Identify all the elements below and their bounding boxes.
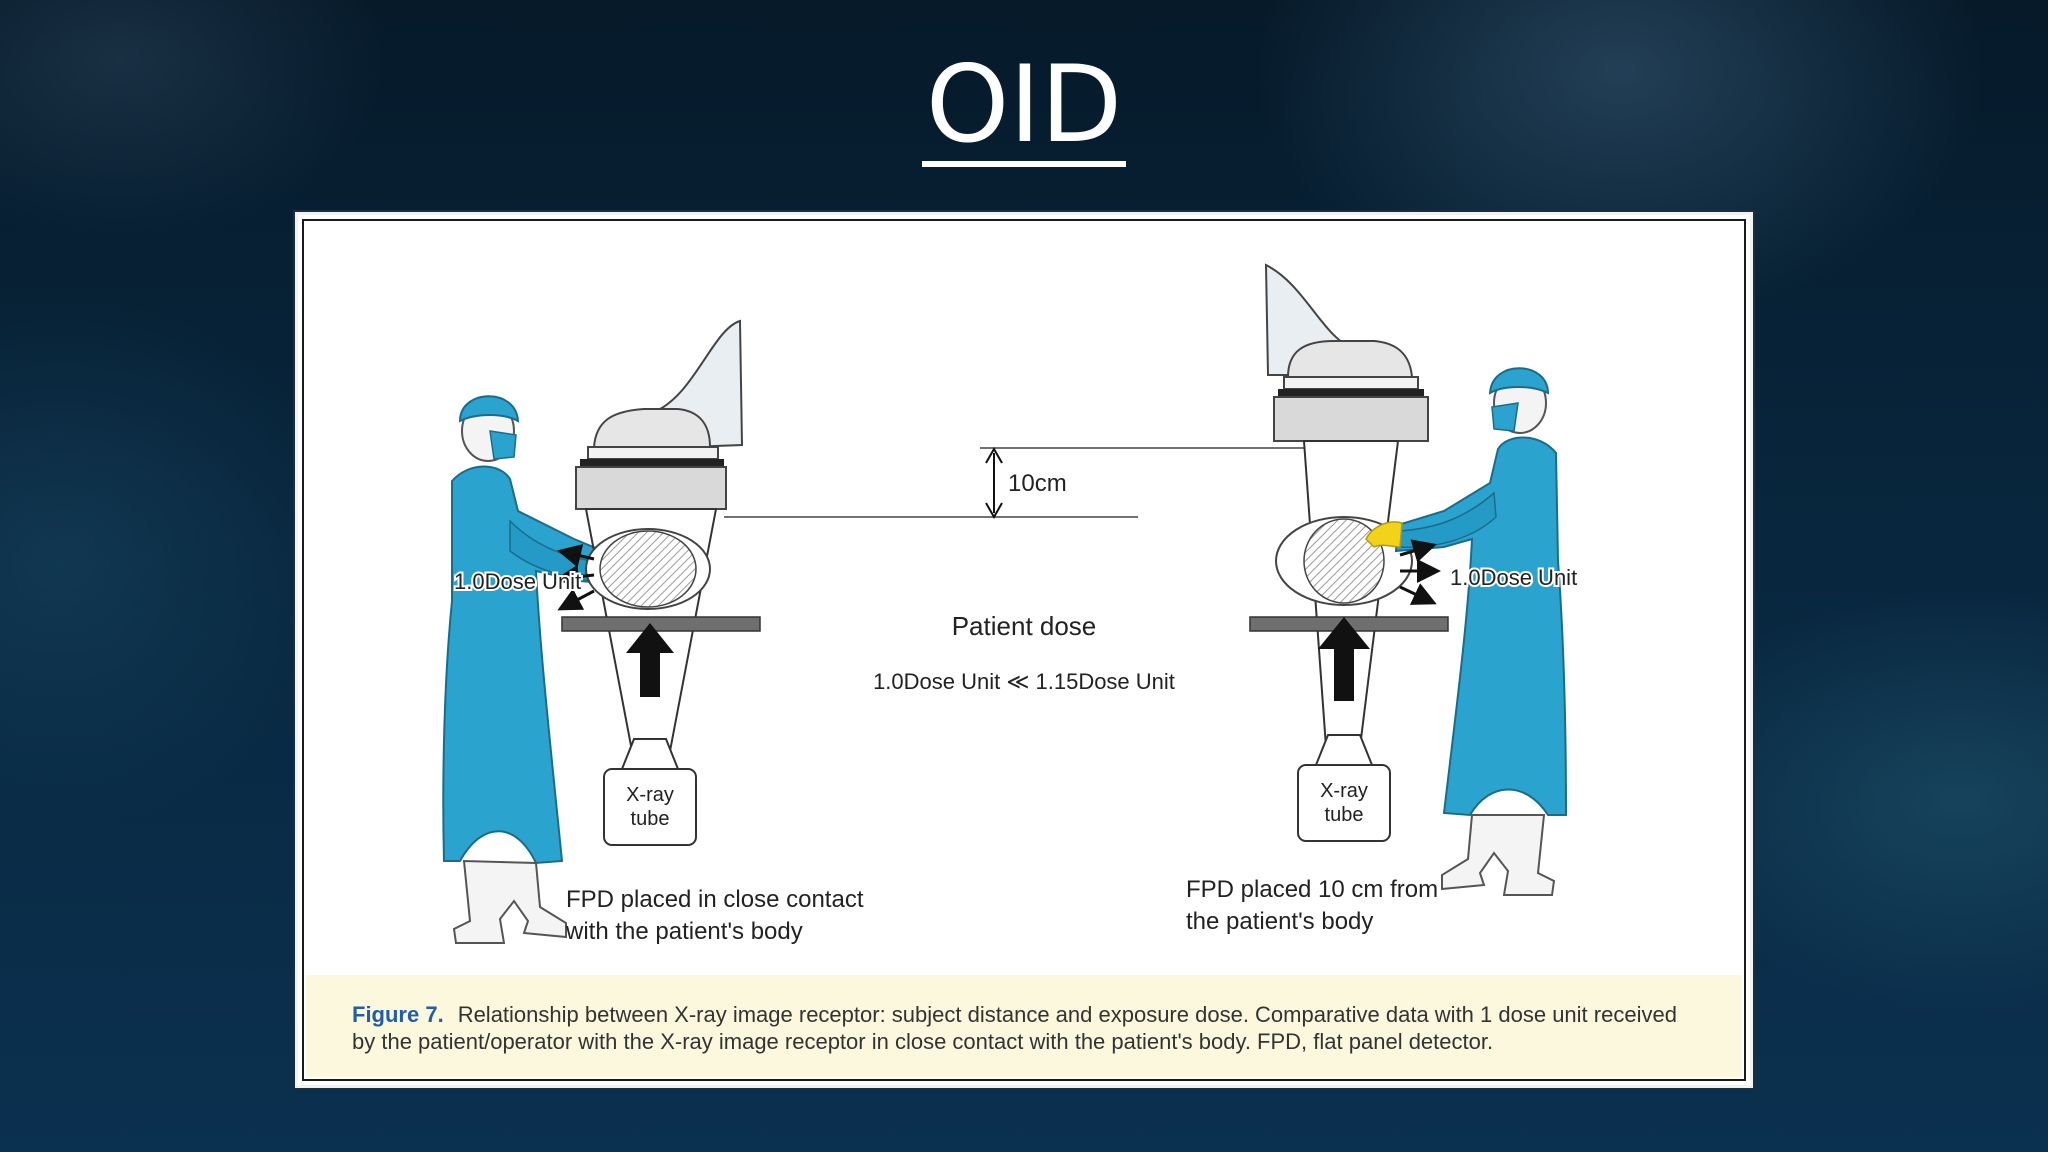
right-tube-label-2: tube [1325,804,1364,826]
left-tube-box [603,768,697,846]
right-operator-glove [1365,521,1403,548]
slide-title-text: OID [921,49,1127,167]
left-table [561,616,761,632]
right-caption-line-2: the patient's body [1186,908,1373,935]
left-caption-line-2: with the patient's body [565,918,803,945]
distance-indicator: 10cm [724,446,1304,520]
left-patient [585,528,711,610]
right-tube-box [1297,764,1391,842]
distance-label: 10cm [1008,470,1067,497]
distance-arrow-bottom [985,502,1003,520]
left-scatter-arrows [555,544,595,611]
figure-caption: Figure 7.Relationship between X-ray imag… [306,975,1742,1077]
figure-caption-label: Figure 7. [352,1002,444,1027]
right-operator [1365,367,1568,896]
right-scatter-arrow-1 [1399,539,1437,563]
left-operator-cap [458,395,520,423]
left-detector-body [575,466,727,510]
slide-title: OID [0,40,2048,170]
right-detector-dome [1286,340,1414,378]
right-operator-legs [1441,814,1556,896]
right-beam-arrow [1318,617,1370,701]
right-scatter-arrow-3 [1399,583,1437,605]
left-patient-inner [599,530,697,608]
left-setup: X-ray tube 1.0Dose Unit FPD placed in cl… [442,319,864,945]
distance-arrow-top [985,446,1003,464]
dose-diagram: X-ray tube 1.0Dose Unit FPD placed in cl… [442,263,1579,945]
figure-panel: X-ray tube 1.0Dose Unit FPD placed in cl… [302,219,1746,1081]
figure-frame: X-ray tube 1.0Dose Unit FPD placed in cl… [295,212,1753,1088]
right-caption-line-1: FPD placed 10 cm from [1186,876,1438,903]
patient-dose-title: Patient dose [952,611,1097,641]
right-scatter-arrows [1399,539,1441,605]
right-detector [1264,263,1429,442]
right-operator-cap [1488,367,1550,395]
left-operator-gown [442,465,628,865]
right-tube-label-1: X-ray [1320,780,1368,802]
figure-caption-text: Relationship between X-ray image recepto… [352,1002,1677,1054]
left-scatter-arrow-2 [555,564,595,589]
left-detector-dome [592,408,712,448]
left-operator-mask [489,430,517,460]
left-detector-top [587,446,719,460]
right-tube-collimator [1314,734,1374,766]
left-tube-label-1: X-ray [626,784,674,806]
left-detector [575,319,744,510]
patient-dose-comparison: 1.0Dose Unit ≪ 1.15Dose Unit [873,669,1175,694]
left-detector-band [580,459,724,467]
right-operator-mask [1491,402,1519,432]
right-detector-top [1283,376,1419,390]
right-patient-inner [1303,518,1385,604]
right-xray-tube: X-ray tube [1297,734,1391,842]
right-setup: X-ray tube [1186,263,1579,935]
left-dose-label: 1.0Dose Unit [454,569,581,594]
left-scatter-arrow-3 [557,588,595,611]
left-xray-tube: X-ray tube [603,738,697,846]
right-detector-band [1278,389,1424,397]
left-caption-line-1: FPD placed in close contact [566,886,864,913]
right-detector-body [1273,396,1429,442]
right-dose-label: 1.0Dose Unit [1450,565,1577,590]
left-scatter-arrow-1 [557,544,595,568]
left-tube-label-2: tube [631,808,670,830]
left-beam-arrow [626,623,674,697]
left-operator-legs [452,859,567,944]
